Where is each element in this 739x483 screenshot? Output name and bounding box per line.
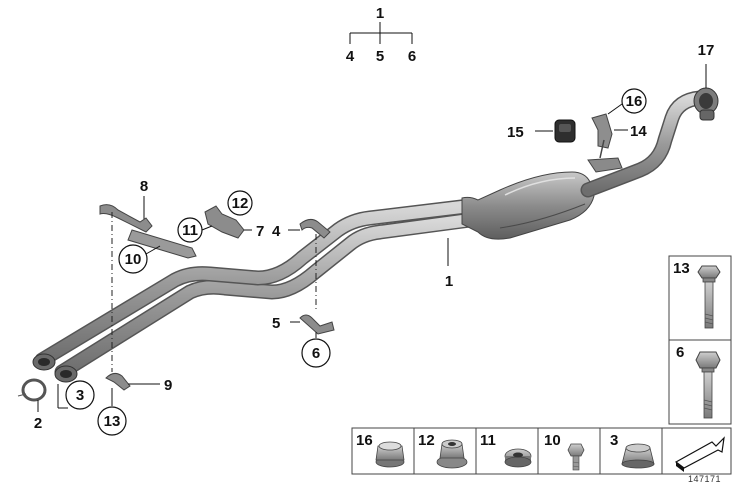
pipe-clamp: 17 xyxy=(693,42,719,121)
bottom-parts-panel: 16 12 11 10 3 xyxy=(351,427,732,475)
callout-5: 5 xyxy=(272,315,280,332)
callout-5-top: 5 xyxy=(376,48,384,65)
side-item-6-label: 6 xyxy=(676,344,684,361)
callout-7: 7 xyxy=(256,223,264,240)
bottom-cell-11-label: 11 xyxy=(480,432,496,449)
side-item-13-label: 13 xyxy=(673,260,690,277)
callout-15: 15 xyxy=(507,124,524,141)
callout-6-top: 6 xyxy=(408,48,416,65)
bracket-bottom: 9 13 xyxy=(97,372,172,436)
washer-icon xyxy=(504,448,532,468)
callout-6: 6 xyxy=(312,345,320,362)
flange-bolt-icon xyxy=(697,265,721,329)
callout-16: 16 xyxy=(626,93,643,110)
callout-14: 14 xyxy=(630,123,647,140)
hex-bolt-icon xyxy=(695,351,721,419)
callout-12: 12 xyxy=(232,195,249,212)
callout-2: 2 xyxy=(34,415,42,432)
callout-1-top: 1 xyxy=(376,5,384,22)
callout-11: 11 xyxy=(182,222,198,239)
flange-nut-icon xyxy=(436,439,468,469)
collar-nut-icon xyxy=(375,441,405,468)
bracket-left: 8 10 xyxy=(99,178,197,372)
bracket-center-left: 12 11 7 xyxy=(177,190,264,243)
hex-nut-icon xyxy=(621,443,655,469)
callout-4-top: 4 xyxy=(346,48,355,65)
callout-13: 13 xyxy=(104,413,121,430)
side-parts-panel: 13 6 xyxy=(668,255,732,425)
pipe-hanger-middle: 4 5 6 xyxy=(272,218,335,368)
exhaust-pipe-assembly xyxy=(32,90,708,383)
bottom-cell-16-label: 16 xyxy=(356,432,373,449)
bottom-cell-12-label: 12 xyxy=(418,432,435,449)
assembly-tree: 1 4 5 6 xyxy=(346,5,416,65)
callout-4: 4 xyxy=(272,223,281,240)
vehicle-direction-arrow-icon xyxy=(674,436,725,472)
callout-1: 1 xyxy=(445,273,453,290)
callout-3: 3 xyxy=(76,387,84,404)
hanger-mount: 15 14 16 xyxy=(507,88,647,159)
callout-9: 9 xyxy=(164,377,172,394)
small-bolt-icon xyxy=(567,443,585,471)
callout-10: 10 xyxy=(125,251,142,268)
gasket-area: 2 3 xyxy=(17,378,95,432)
bottom-cell-10-label: 10 xyxy=(544,432,561,449)
diagram-number: 147171 xyxy=(688,474,721,483)
callout-17: 17 xyxy=(698,42,715,59)
bottom-cell-3-label: 3 xyxy=(610,432,618,449)
callout-8: 8 xyxy=(140,178,148,195)
